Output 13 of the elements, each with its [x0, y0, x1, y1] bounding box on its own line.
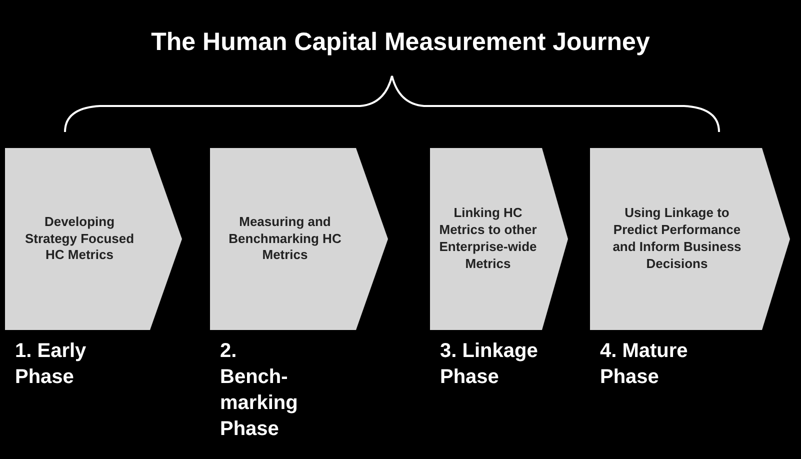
step-text: Linking HC Metrics to other Enterprise-wide Metrics	[438, 205, 538, 273]
chevron-shape	[5, 148, 182, 330]
chevron-shape	[210, 148, 388, 330]
phase-label: 2. Bench- marking Phase	[220, 339, 299, 442]
phase-label: 4. Mature Phase	[600, 339, 689, 390]
step-text: Using Linkage to Predict Performance and Inform Business Decisions	[612, 205, 742, 273]
step-text: Developing Strategy Focused HC Metrics	[24, 214, 136, 264]
chevron-shape	[590, 148, 790, 330]
phase-label: 1. Early Phase	[15, 339, 88, 390]
step-text: Measuring and Benchmarking HC Metrics	[228, 214, 342, 264]
phase-label: 3. Linkage Phase	[440, 339, 539, 390]
title: The Human Capital Measurement Journey	[150, 28, 651, 57]
chevron-shape	[430, 148, 568, 330]
